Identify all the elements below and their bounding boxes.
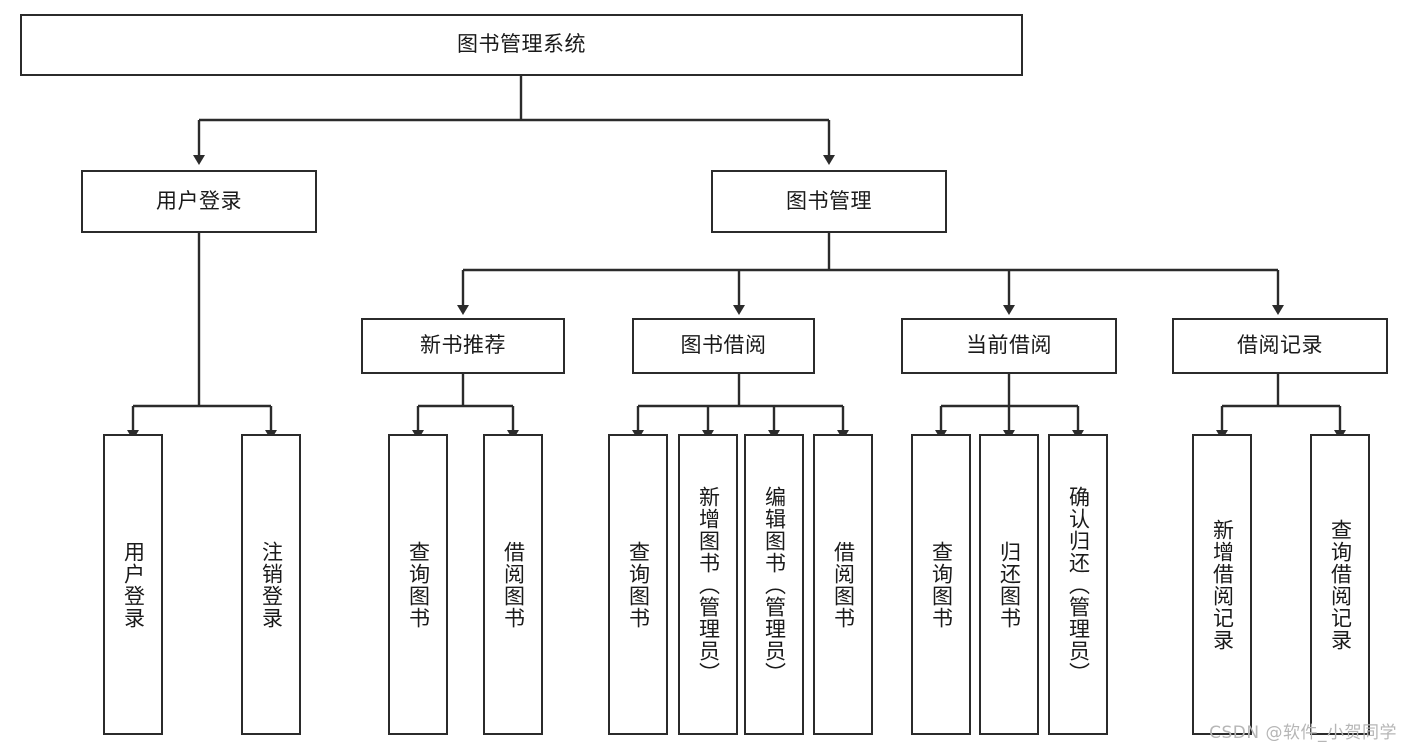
leaf-new-book-query[interactable]: 查询图书 (388, 434, 448, 735)
leaf-records-add-label: 新增借阅记录 (1210, 518, 1235, 651)
leaf-current-confirm-return-label: 确认归还（管理员） (1066, 485, 1091, 684)
node-book-management-label: 图书管理 (786, 188, 872, 213)
leaf-user-login-logout[interactable]: 注销登录 (241, 434, 301, 735)
node-user-login[interactable]: 用户登录 (81, 170, 317, 233)
leaf-current-return-label: 归还图书 (997, 540, 1022, 629)
node-current-borrow-label: 当前借阅 (966, 333, 1052, 358)
leaf-new-book-borrow-label: 借阅图书 (501, 540, 526, 629)
leaf-borrow-add-book[interactable]: 新增图书（管理员） (678, 434, 738, 735)
leaf-current-query-label: 查询图书 (929, 540, 954, 629)
leaf-current-query[interactable]: 查询图书 (911, 434, 971, 735)
connector-group-root (193, 76, 835, 165)
leaf-records-query-label: 查询借阅记录 (1328, 518, 1353, 651)
node-root[interactable]: 图书管理系统 (20, 14, 1023, 76)
leaf-user-login-logout-label: 注销登录 (259, 540, 284, 629)
leaf-borrow-edit-book-label: 编辑图书（管理员） (762, 485, 787, 684)
node-root-label: 图书管理系统 (457, 32, 586, 57)
leaf-borrow-query-label: 查询图书 (626, 540, 651, 629)
node-user-login-label: 用户登录 (156, 188, 242, 213)
node-book-borrow[interactable]: 图书借阅 (632, 318, 815, 374)
connector-group-borrow (632, 374, 849, 440)
node-book-management[interactable]: 图书管理 (711, 170, 947, 233)
connector-group-user-login (127, 233, 277, 440)
node-new-book-recommend-label: 新书推荐 (420, 333, 506, 358)
leaf-borrow-borrow-book[interactable]: 借阅图书 (813, 434, 873, 735)
leaf-new-book-borrow[interactable]: 借阅图书 (483, 434, 543, 735)
node-book-borrow-label: 图书借阅 (680, 333, 767, 358)
leaf-borrow-query[interactable]: 查询图书 (608, 434, 668, 735)
node-borrow-records-label: 借阅记录 (1237, 333, 1323, 358)
leaf-borrow-add-book-label: 新增图书（管理员） (696, 485, 721, 684)
connector-group-current (935, 374, 1084, 440)
leaf-records-add[interactable]: 新增借阅记录 (1192, 434, 1252, 735)
node-current-borrow[interactable]: 当前借阅 (901, 318, 1117, 374)
leaf-borrow-borrow-book-label: 借阅图书 (831, 540, 856, 629)
leaf-current-confirm-return[interactable]: 确认归还（管理员） (1048, 434, 1108, 735)
connector-group-book-mgmt (457, 233, 1284, 315)
leaf-records-query[interactable]: 查询借阅记录 (1310, 434, 1370, 735)
leaf-user-login-login[interactable]: 用户登录 (103, 434, 163, 735)
leaf-new-book-query-label: 查询图书 (406, 540, 431, 629)
node-new-book-recommend[interactable]: 新书推荐 (361, 318, 565, 374)
leaf-borrow-edit-book[interactable]: 编辑图书（管理员） (744, 434, 804, 735)
connector-group-records (1216, 374, 1346, 440)
leaf-user-login-login-label: 用户登录 (121, 540, 146, 629)
connector-group-new-book (412, 374, 519, 440)
node-borrow-records[interactable]: 借阅记录 (1172, 318, 1388, 374)
leaf-current-return[interactable]: 归还图书 (979, 434, 1039, 735)
